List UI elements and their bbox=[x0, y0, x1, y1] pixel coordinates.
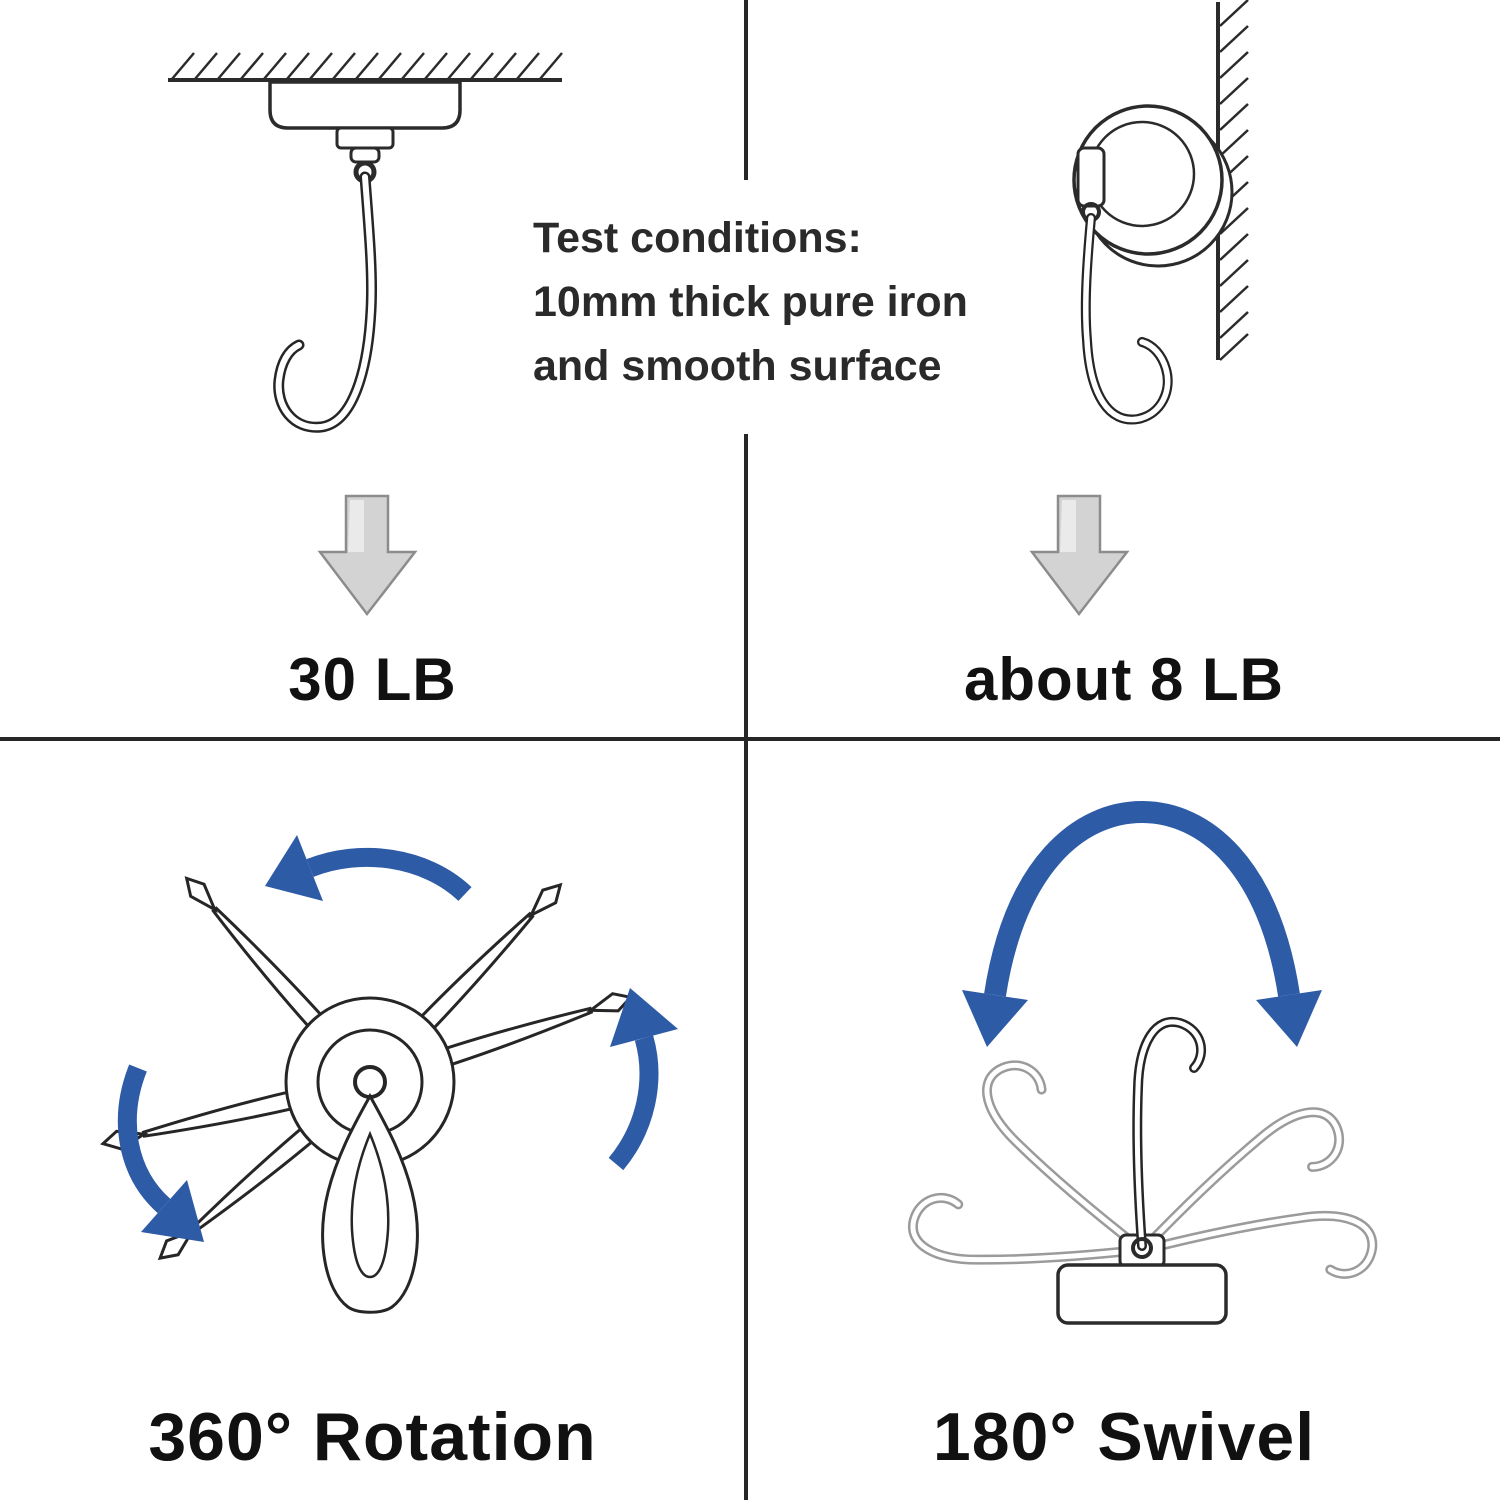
down-arrow-icon bbox=[1012, 492, 1147, 620]
test-conditions-line: 10mm thick pure iron bbox=[533, 278, 968, 326]
test-conditions-line: and smooth surface bbox=[533, 342, 942, 390]
feature-label-rotation: 360° Rotation bbox=[148, 1399, 597, 1475]
weight-label-wall: about 8 LB bbox=[964, 646, 1284, 713]
divider-horizontal bbox=[0, 737, 1500, 741]
weight-label-ceiling: 30 LB bbox=[288, 646, 457, 713]
magnet-knob bbox=[349, 146, 381, 164]
down-arrow-highlight bbox=[1060, 500, 1076, 552]
upright-hook bbox=[1137, 1022, 1201, 1246]
test-conditions-line: Test conditions: bbox=[533, 214, 862, 262]
down-arrow-icon bbox=[300, 492, 435, 620]
quadrant-swivel bbox=[790, 780, 1490, 1395]
down-arrow-svg bbox=[1029, 494, 1130, 617]
quadrant-ceiling-pull-test bbox=[130, 25, 600, 470]
quadrant-wall-pull-test bbox=[990, 0, 1330, 475]
swivel-illustration bbox=[790, 800, 1490, 1325]
magnet-collar bbox=[335, 126, 395, 150]
test-conditions-text: Test conditions: 10mm thick pure iron an… bbox=[533, 206, 968, 398]
front-hook bbox=[321, 1092, 419, 1314]
down-arrow-highlight bbox=[348, 500, 364, 552]
hanging-hook bbox=[1080, 213, 1173, 425]
magnet-base bbox=[268, 80, 462, 130]
rotation-illustration bbox=[99, 835, 678, 1314]
ceiling-hatch bbox=[171, 52, 563, 80]
hook-bracket bbox=[1076, 146, 1106, 208]
down-arrow-shape bbox=[317, 494, 418, 617]
divider-vertical-top bbox=[744, 0, 748, 180]
down-arrow-svg bbox=[317, 494, 418, 617]
down-arrow-shape bbox=[1029, 494, 1130, 617]
quadrant-rotation bbox=[20, 762, 730, 1392]
rotation-arrow-top-icon bbox=[265, 835, 472, 902]
swivel-eyelet bbox=[1131, 1237, 1153, 1259]
swivel-eyelet bbox=[353, 1065, 387, 1099]
swivel-arc-arrow-icon bbox=[962, 800, 1322, 1047]
divider-vertical-main bbox=[744, 434, 748, 1500]
rotation-arrow-right-icon bbox=[608, 988, 678, 1171]
hanging-hook bbox=[273, 171, 378, 433]
wall-hook-illustration bbox=[1072, 0, 1249, 425]
ceiling-hook-illustration bbox=[168, 52, 563, 433]
feature-label-swivel: 180° Swivel bbox=[932, 1399, 1316, 1475]
rotation-arrow-left-icon bbox=[117, 1064, 204, 1242]
magnet-base bbox=[1056, 1263, 1228, 1325]
